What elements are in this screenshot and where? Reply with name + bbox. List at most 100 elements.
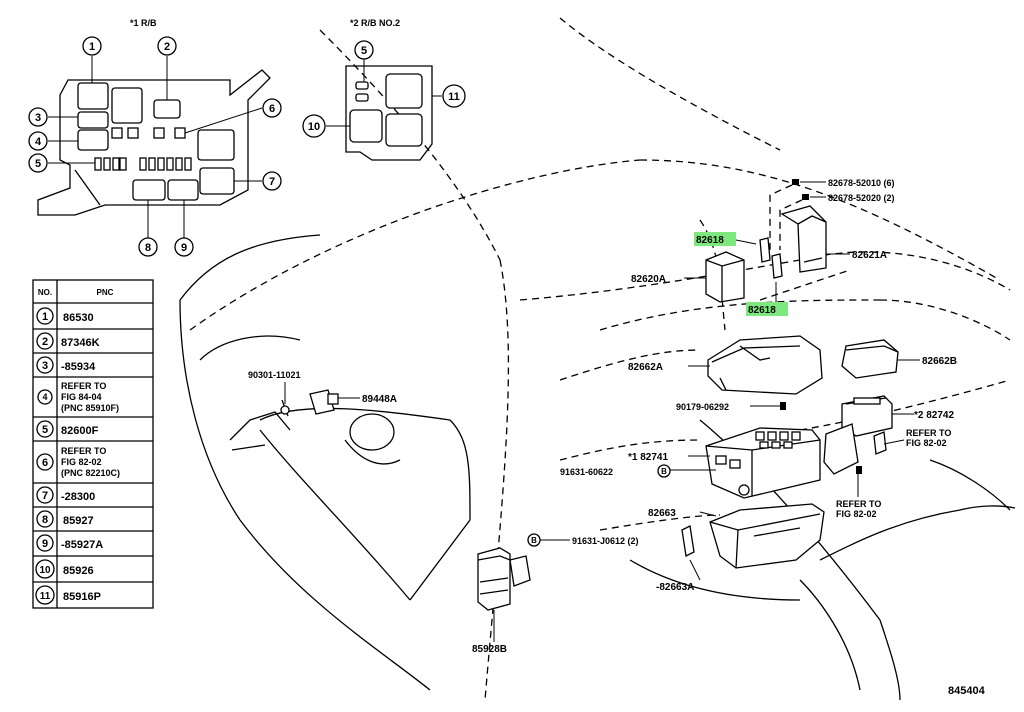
table-row: 2 87346K (36, 332, 100, 350)
callout-9: 9 (174, 237, 194, 257)
callout-1: 1 (82, 36, 102, 56)
fuse-box-cover-82662A: 82662A (628, 335, 823, 395)
callout-5: 5 (28, 153, 48, 173)
callout-b-1: B (661, 467, 667, 476)
svg-text:90179-06292: 90179-06292 (676, 402, 729, 412)
fuse-box-82741: *1 82741 (628, 427, 821, 499)
lower-case-82663: 82663 -82663A B 91631-J0612 (2) (527, 503, 825, 593)
callout-3: 3 (28, 107, 48, 127)
svg-text:FIG 82-02: FIG 82-02 (906, 438, 947, 448)
svg-text:9: 9 (42, 538, 48, 550)
svg-text:82662A: 82662A (628, 362, 663, 373)
svg-text:REFER TO: REFER TO (61, 381, 106, 391)
callout-5-rb2: 5 (354, 40, 374, 60)
svg-text:10: 10 (308, 121, 320, 133)
table-row: 5 82600F (36, 420, 99, 438)
table-row: 7 -28300 (36, 486, 95, 504)
relay-block-1-title: *1 R/B (130, 18, 157, 28)
svg-text:1: 1 (42, 311, 48, 323)
table-header-no: NO. (38, 288, 52, 297)
sensor-89448A: 89448A 90301-11021 (248, 370, 397, 417)
table-row: 1 86530 (36, 307, 94, 325)
svg-text:(PNC 85910F): (PNC 85910F) (61, 403, 119, 413)
svg-text:82618: 82618 (748, 305, 776, 316)
svg-text:4: 4 (42, 392, 47, 402)
svg-text:6: 6 (269, 103, 275, 115)
svg-text:7: 7 (269, 176, 275, 188)
relay-cover-82621A: 82621A (780, 205, 887, 273)
callout-7: 7 (262, 171, 282, 191)
callout-8: 8 (138, 237, 158, 257)
bolt-91631-60622: 91631-60622 B (560, 464, 716, 478)
svg-text:8: 8 (145, 242, 151, 254)
table-row: 11 85916P (35, 585, 101, 605)
table-row: 4 REFER TO FIG 84-04 (PNC 85910F) (37, 381, 119, 413)
svg-text:5: 5 (35, 158, 41, 170)
svg-text:82663: 82663 (648, 508, 676, 519)
svg-text:82678-52020 (2): 82678-52020 (2) (828, 193, 895, 203)
svg-text:5: 5 (42, 424, 48, 436)
svg-text:-82663A: -82663A (656, 582, 694, 593)
relay-block-82742: *2 82742 REFER TO FIG 82-02 REFER TO FIG… (823, 395, 954, 519)
svg-text:82621A: 82621A (852, 250, 887, 261)
table-row: 6 REFER TO FIG 82-02 (PNC 82210C) (36, 446, 120, 478)
relay-block-2-title: *2 R/B NO.2 (350, 18, 400, 28)
table-header-pnc: PNC (97, 288, 114, 297)
svg-text:6: 6 (42, 457, 48, 469)
callout-10: 10 (302, 114, 326, 138)
svg-text:*2 82742: *2 82742 (914, 410, 954, 421)
svg-text:91631-J0612 (2): 91631-J0612 (2) (572, 536, 639, 546)
relay-block-2: *2 R/B NO.2 5 11 10 (302, 18, 466, 161)
svg-text:3: 3 (42, 360, 48, 372)
svg-text:11: 11 (448, 91, 460, 103)
screws-82678: 82678-52010 (6) 82678-52020 (2) (769, 178, 895, 250)
svg-text:85927: 85927 (63, 515, 94, 527)
svg-text:1: 1 (89, 41, 95, 53)
svg-text:REFER TO: REFER TO (61, 446, 106, 456)
svg-text:FIG 82-02: FIG 82-02 (836, 509, 877, 519)
clips-82618: 82618 82618 (694, 232, 788, 316)
table-row: 3 -85934 (36, 356, 96, 374)
svg-text:85928B: 85928B (472, 644, 507, 655)
callout-4: 4 (28, 131, 48, 151)
svg-text:-85927A: -85927A (61, 539, 103, 551)
callout-b-2: B (531, 536, 537, 545)
svg-text:85916P: 85916P (63, 591, 101, 603)
svg-text:4: 4 (35, 136, 42, 148)
svg-text:8: 8 (42, 514, 48, 526)
pnc-table: NO. PNC 1 86530 2 87346K 3 -85934 4 REFE… (32, 279, 154, 609)
svg-text:9: 9 (181, 242, 187, 254)
table-row: 8 85927 (36, 510, 94, 528)
svg-text:82678-52010 (6): 82678-52010 (6) (828, 178, 895, 188)
bolt-90179: 90179-06292 (676, 402, 786, 412)
table-row: 9 -85927A (36, 534, 103, 552)
svg-text:5: 5 (361, 45, 367, 57)
svg-text:82620A: 82620A (631, 274, 666, 285)
svg-text:90301-11021: 90301-11021 (248, 370, 301, 380)
svg-text:REFER TO: REFER TO (836, 499, 881, 509)
svg-text:3: 3 (35, 112, 41, 124)
cover-82662B: 82662B (841, 339, 957, 379)
callout-2: 2 (157, 36, 177, 56)
svg-text:-28300: -28300 (61, 491, 95, 503)
svg-text:REFER TO: REFER TO (906, 428, 951, 438)
svg-text:82618: 82618 (696, 235, 724, 246)
svg-text:11: 11 (40, 591, 51, 602)
svg-text:82600F: 82600F (61, 425, 99, 437)
svg-text:10: 10 (39, 565, 51, 576)
callout-6: 6 (262, 98, 282, 118)
svg-text:7: 7 (42, 490, 48, 502)
svg-text:2: 2 (164, 41, 170, 53)
svg-text:86530: 86530 (63, 312, 94, 324)
svg-text:89448A: 89448A (362, 394, 397, 405)
svg-text:*1 82741: *1 82741 (628, 452, 668, 463)
svg-text:82662B: 82662B (922, 356, 957, 367)
relay-82620A: 82620A (631, 251, 745, 303)
diagram-number: 845404 (948, 685, 986, 697)
svg-text:FIG 82-02: FIG 82-02 (61, 457, 102, 467)
svg-text:87346K: 87346K (61, 337, 100, 349)
callout-11: 11 (442, 84, 466, 108)
connector-85928B: 85928B (472, 547, 531, 655)
